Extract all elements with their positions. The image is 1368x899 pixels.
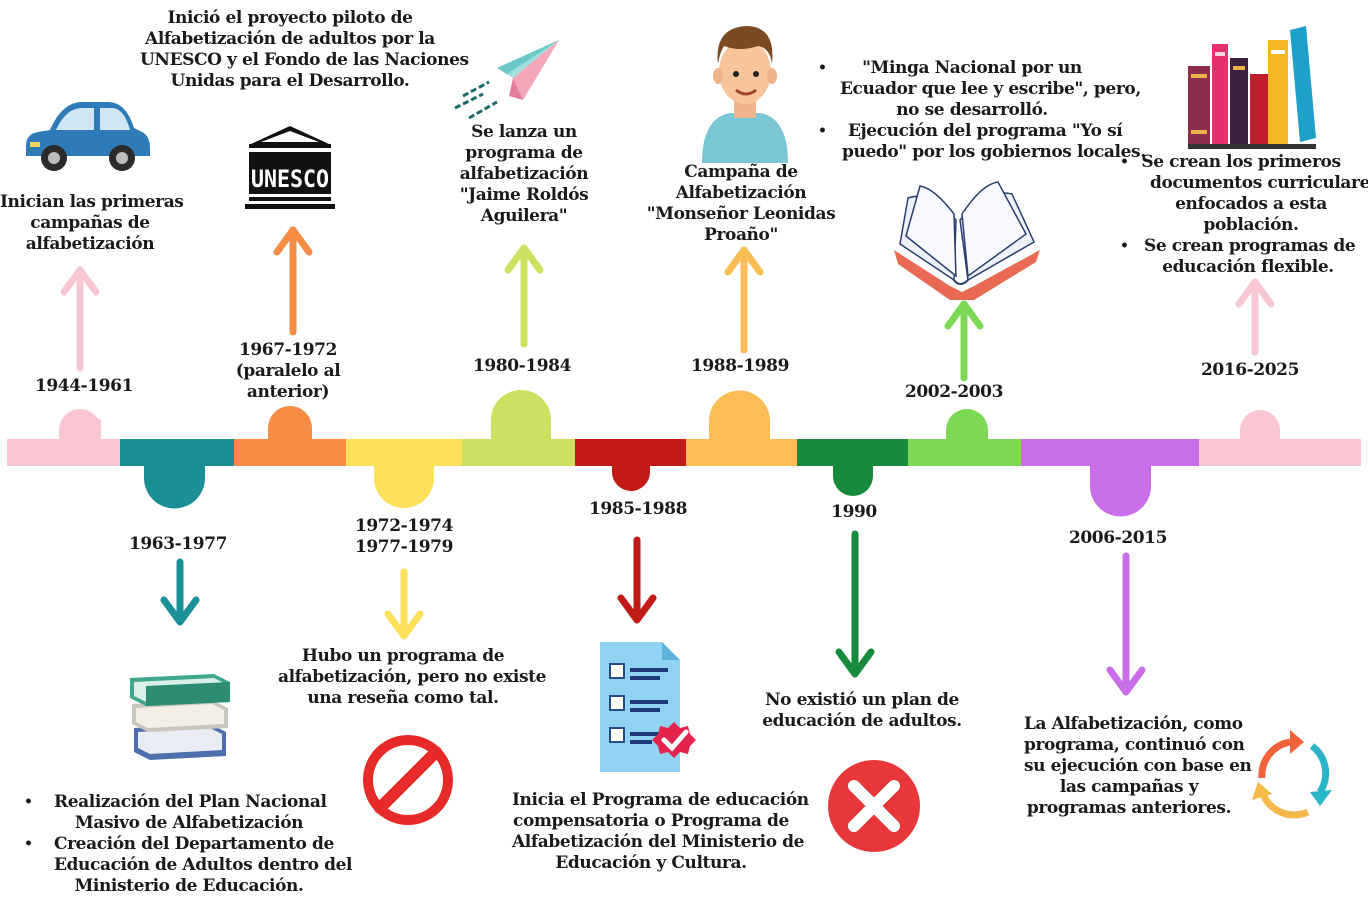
timeline-bump: [59, 409, 101, 440]
timeline-bump: [491, 390, 551, 440]
year-label-1980: 1980-1984: [472, 356, 572, 376]
books-stack-icon: [130, 674, 230, 760]
year-label-2002: 2002-2003: [904, 382, 1004, 402]
arrow-down-icon: [1106, 552, 1146, 696]
year-label-2006: 2006-2015: [1068, 528, 1168, 548]
person-avatar-icon: [702, 26, 788, 163]
timeline-bump: [833, 465, 873, 496]
timeline-bump: [1090, 465, 1151, 517]
timeline-bump: [268, 406, 312, 440]
year-label-1963: 1963-1977: [128, 534, 228, 554]
year-label-1990: 1990: [831, 502, 877, 522]
timeline-segment: [797, 439, 908, 466]
timeline-bump: [946, 409, 988, 440]
year-label-2016: 2016-2025: [1200, 360, 1300, 380]
timeline-segment: [686, 439, 797, 466]
timeline-bump: [1240, 410, 1280, 440]
arrow-up-icon: [60, 266, 100, 372]
timeline-segment: [575, 439, 686, 466]
car-icon: [26, 102, 150, 171]
timeline-segment: [1199, 439, 1361, 466]
timeline-bump: [709, 390, 770, 440]
checklist-document-icon: [600, 642, 696, 772]
year-label-1988: 1988-1989: [690, 356, 790, 376]
arrow-up-icon: [273, 226, 313, 336]
timeline-segment: [908, 439, 1021, 466]
paper-plane-icon: [454, 40, 559, 120]
timeline-bump: [374, 465, 434, 508]
arrow-up-icon: [504, 244, 544, 348]
year-label-1944: 1944-1961: [34, 376, 134, 396]
arrow-up-icon: [1235, 278, 1275, 356]
prohibited-icon: [363, 735, 453, 825]
open-book-icon: [894, 181, 1040, 300]
arrow-up-icon: [724, 246, 764, 354]
svg-text:UNESCO: UNESCO: [251, 165, 329, 193]
timeline-segment: [120, 439, 234, 466]
arrow-down-icon: [384, 568, 424, 640]
arrow-down-icon: [617, 536, 657, 624]
year-label-1985: 1985-1988: [588, 499, 688, 519]
timeline-segment: [462, 439, 575, 466]
timeline-segment: [234, 439, 346, 466]
arrow-up-icon: [944, 300, 984, 382]
books-shelf-icon: [1188, 26, 1316, 149]
timeline-segment: [346, 439, 462, 466]
unesco-logo-icon: UNESCO: [245, 126, 335, 209]
x-cross-icon: [828, 760, 920, 852]
timeline-bump: [144, 465, 205, 509]
timeline-segment: [1021, 439, 1199, 466]
arrow-down-icon: [160, 558, 200, 626]
cycle-arrows-icon: [1252, 730, 1332, 819]
timeline-bump: [612, 465, 650, 491]
timeline-segment: [7, 439, 120, 466]
arrow-down-icon: [835, 530, 875, 678]
